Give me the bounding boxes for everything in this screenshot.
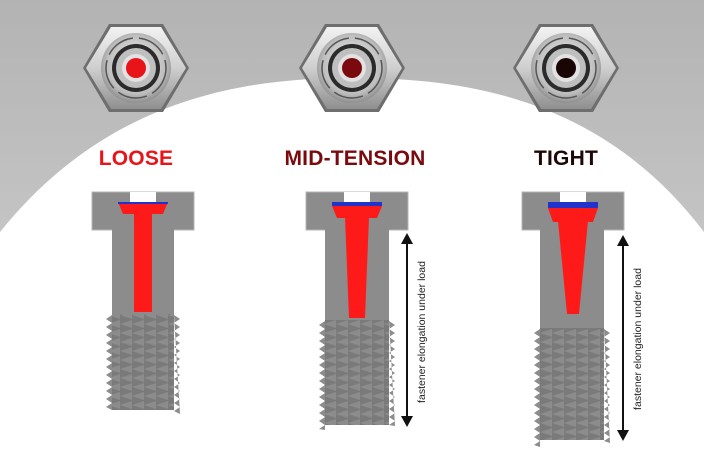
- state-label-tight: TIGHT: [534, 147, 598, 170]
- indicator-mid-tension: [342, 58, 362, 78]
- elongation-label-mid-tension: fastener elongation under load: [416, 261, 428, 403]
- bolt-cross-section-mid-tension: [305, 191, 413, 430]
- bolt-cross-section-tight: [521, 191, 629, 447]
- state-label-mid-tension: MID-TENSION: [284, 147, 426, 170]
- bolt-cross-section-loose: [91, 191, 195, 414]
- elongation-label-tight: fastener elongation under load: [632, 268, 644, 410]
- indicator-tight: [556, 58, 576, 78]
- nut-icon-mid-tension: [299, 24, 405, 112]
- state-label-loose: LOOSE: [98, 147, 174, 170]
- nut-icon-tight: [513, 24, 619, 112]
- nut-icon-loose: [83, 24, 189, 112]
- indicator-loose: [126, 58, 146, 78]
